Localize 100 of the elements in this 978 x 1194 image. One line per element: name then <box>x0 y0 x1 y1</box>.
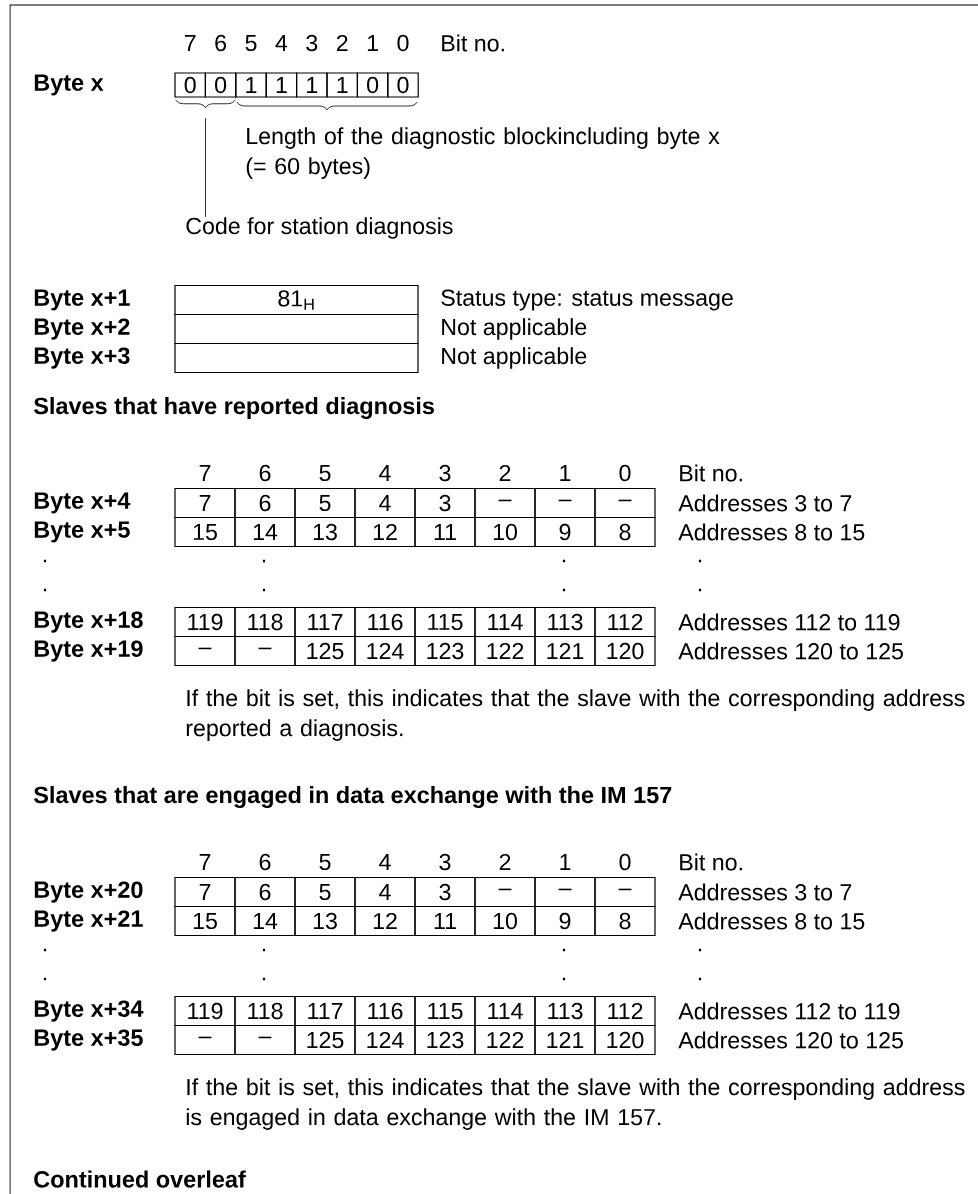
bit-number: 3 <box>439 853 451 871</box>
row-label: Byte x <box>34 74 104 96</box>
ellipsis-dot: . <box>698 948 702 952</box>
table-cell: 115 <box>414 606 476 638</box>
bit-number: 6 <box>215 34 227 52</box>
bit-number: 1 <box>560 465 571 481</box>
address-range: Addresses 8 to 15 <box>678 523 865 541</box>
column-heading: Bit no. <box>442 34 504 52</box>
column-heading: Bit no. <box>680 464 742 482</box>
table-cell: 3 <box>414 876 476 908</box>
table-cell: 4 <box>354 876 416 908</box>
table-cell: – <box>594 876 656 908</box>
table-cell: 119 <box>174 995 236 1027</box>
bit-number: 0 <box>619 853 631 871</box>
table-cell: 3 <box>414 487 476 519</box>
section-heading: Slaves that are engaged in data exchange with the IM 157 <box>33 786 672 808</box>
row-label: Byte x+34 <box>34 1000 144 1022</box>
table-cell: 113 <box>534 995 596 1027</box>
address-range: Addresses 120 to 125 <box>678 1031 903 1049</box>
ellipsis-dot: . <box>43 588 47 592</box>
ellipsis-dot: . <box>562 977 566 981</box>
ellipsis-dot: . <box>262 559 266 563</box>
table-cell: 116 <box>354 995 416 1027</box>
table-cell: 0 <box>356 72 389 98</box>
address-range: Addresses 3 to 7 <box>678 494 852 512</box>
address-range: Addresses 112 to 119 <box>678 1002 900 1020</box>
bit-number: 0 <box>619 464 631 482</box>
ellipsis-dot: . <box>43 948 47 952</box>
bit-number: 4 <box>379 465 391 481</box>
table-cell: 124 <box>354 635 416 667</box>
address-range: Addresses 120 to 125 <box>678 642 903 660</box>
table-cell: 118 <box>234 995 296 1027</box>
row-label: Byte x+1 <box>34 289 130 311</box>
table-cell: 15 <box>174 516 236 548</box>
table-cell: – <box>474 876 536 908</box>
table-cell: 112 <box>594 995 656 1027</box>
ellipsis-dot: . <box>562 948 566 952</box>
row-label: Byte x+3 <box>34 347 130 369</box>
row-label: Byte x+35 <box>34 1029 143 1051</box>
table-cell: 121 <box>534 1024 596 1056</box>
ellipsis-dot: . <box>698 559 702 563</box>
table-cell: – <box>534 487 596 519</box>
table-cell: 1 <box>296 72 328 98</box>
column-heading: Bit no. <box>680 853 742 871</box>
row-label: Byte x+2 <box>34 318 130 340</box>
table-cell: 8 <box>594 516 656 548</box>
table-cell: 10 <box>474 905 536 937</box>
table-cell: 7 <box>174 487 236 519</box>
field-description: Status type: status message <box>441 289 733 311</box>
ellipsis-dot: . <box>262 588 266 592</box>
table-cell: 114 <box>474 995 536 1027</box>
note-text: If the bit is set, this indicates that the slave with the corresponding address is engaged in data exchange with the IM 157. <box>186 1078 965 1130</box>
bit-number: 5 <box>319 464 331 482</box>
row-label: Byte x+21 <box>34 910 143 932</box>
bit-number: 7 <box>184 35 196 51</box>
table-cell: 14 <box>234 516 296 548</box>
table-cell: – <box>234 635 296 667</box>
table-cell: 5 <box>294 876 356 908</box>
bit-number: 2 <box>336 34 348 52</box>
row-label: Byte x+20 <box>34 881 143 903</box>
table-cell: 123 <box>414 635 476 667</box>
bit-number: 4 <box>379 854 391 870</box>
table-cell: 8 <box>594 905 656 937</box>
bit-number: 6 <box>259 853 271 871</box>
ellipsis-dot: . <box>262 977 266 981</box>
table-cell: 12 <box>354 516 416 548</box>
table-cell: 11 <box>414 905 476 937</box>
table-cell: 118 <box>234 606 296 638</box>
ellipsis-dot: . <box>562 559 566 563</box>
row-label: Byte x+5 <box>34 521 130 543</box>
table-cell: 7 <box>174 876 236 908</box>
callout-text: Code for station diagnosis <box>186 217 453 239</box>
table-cell: 0 <box>387 72 419 98</box>
table-cell: – <box>174 1024 236 1056</box>
bit-number: 5 <box>319 853 331 871</box>
bit-number: 7 <box>199 465 211 481</box>
table-cell: 122 <box>474 635 536 667</box>
table-cell: 112 <box>594 606 656 638</box>
table-cell: 81$_{H}$ <box>174 284 419 316</box>
table-cell: 9 <box>534 905 596 937</box>
table-cell: 6 <box>234 876 296 908</box>
field-description: Not applicable <box>442 318 587 340</box>
bit-number: 4 <box>275 35 288 51</box>
field-description: Not applicable <box>442 347 587 369</box>
table-cell: 119 <box>174 606 236 638</box>
table-cell: 125 <box>294 1024 356 1056</box>
table-cell: – <box>474 487 536 519</box>
table-cell: 125 <box>294 635 356 667</box>
table-cell: 9 <box>534 516 596 548</box>
bit-number: 2 <box>499 853 511 871</box>
table-cell: 123 <box>414 1024 476 1056</box>
address-range: Addresses 8 to 15 <box>678 912 865 930</box>
table-cell: 11 <box>414 516 476 548</box>
table-cell: 13 <box>294 905 356 937</box>
ellipsis-dot: . <box>698 977 702 981</box>
bit-number: 5 <box>245 34 257 52</box>
table-cell: 117 <box>294 995 356 1027</box>
ellipsis-dot: . <box>43 559 47 563</box>
bit-number: 3 <box>306 34 318 52</box>
ellipsis-dot: . <box>562 588 566 592</box>
